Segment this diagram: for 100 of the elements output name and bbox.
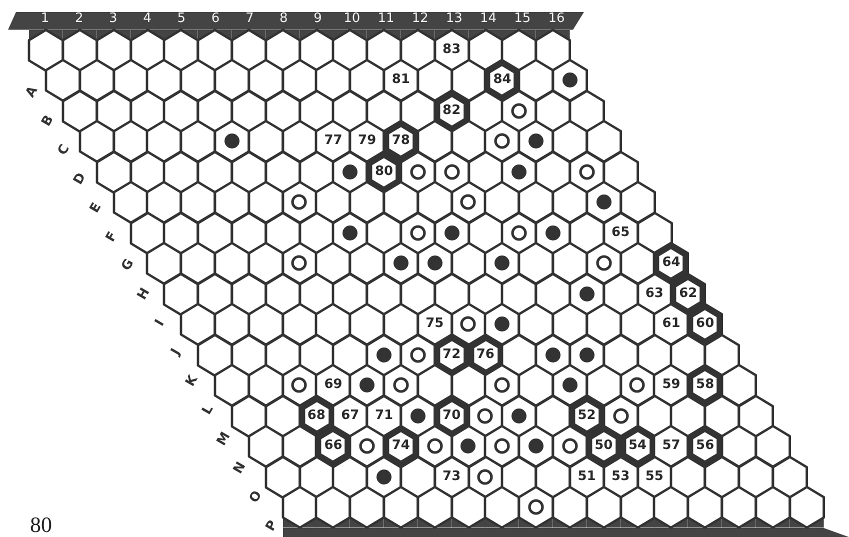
filled-stone bbox=[510, 406, 528, 425]
row-letter: P bbox=[263, 518, 281, 534]
move-number: 68 bbox=[306, 408, 326, 423]
filled-stone bbox=[358, 376, 376, 394]
hollow-stone bbox=[408, 346, 427, 364]
move-number: 80 bbox=[374, 164, 394, 179]
hollow-stone bbox=[358, 437, 376, 456]
page-number: 80 bbox=[30, 512, 52, 537]
filled-stone bbox=[544, 346, 562, 364]
move-number: 69 bbox=[323, 378, 344, 392]
move-number: 76 bbox=[475, 348, 496, 362]
hollow-stone bbox=[408, 162, 427, 181]
hollow-stone bbox=[560, 437, 579, 456]
hollow-stone bbox=[493, 132, 512, 150]
hollow-stone bbox=[290, 254, 308, 272]
hollow-stone bbox=[459, 315, 478, 334]
move-number: 79 bbox=[357, 134, 378, 148]
row-letter: I bbox=[152, 317, 168, 330]
filled-stone bbox=[408, 406, 427, 425]
move-number: 56 bbox=[695, 439, 716, 454]
column-number: 5 bbox=[177, 12, 186, 25]
filled-stone bbox=[374, 346, 393, 364]
filled-stone bbox=[578, 346, 596, 364]
filled-stone bbox=[341, 162, 360, 181]
filled-stone bbox=[578, 284, 596, 303]
move-number: 62 bbox=[678, 286, 698, 301]
hollow-stone bbox=[594, 254, 613, 272]
filled-stone bbox=[544, 224, 562, 242]
row-letter: J bbox=[168, 346, 184, 358]
move-number: 64 bbox=[661, 256, 682, 270]
column-number: 14 bbox=[480, 12, 497, 25]
column-number: 7 bbox=[245, 12, 254, 25]
move-number: 60 bbox=[695, 317, 716, 332]
move-number: 72 bbox=[442, 348, 462, 362]
filled-stone bbox=[560, 71, 579, 90]
filled-stone bbox=[493, 254, 512, 272]
hollow-stone bbox=[510, 102, 528, 120]
column-number: 12 bbox=[412, 12, 428, 25]
row-letter: F bbox=[103, 228, 121, 244]
filled-stone bbox=[426, 254, 444, 272]
hollow-stone bbox=[628, 376, 646, 394]
move-number: 75 bbox=[424, 317, 445, 332]
row-letter: C bbox=[55, 142, 73, 158]
filled-stone bbox=[222, 132, 241, 150]
hollow-stone bbox=[290, 193, 308, 212]
column-number: 9 bbox=[314, 12, 322, 25]
move-number: 66 bbox=[323, 439, 344, 454]
filled-stone bbox=[510, 162, 528, 181]
filled-stone bbox=[560, 376, 579, 394]
hollow-stone bbox=[290, 376, 308, 394]
row-letter: H bbox=[134, 286, 154, 303]
filled-stone bbox=[374, 468, 393, 486]
filled-stone bbox=[527, 437, 546, 456]
row-letter: A bbox=[23, 84, 41, 100]
move-number: 81 bbox=[390, 73, 411, 88]
move-number: 55 bbox=[644, 470, 664, 484]
hollow-stone bbox=[459, 193, 478, 212]
move-number: 65 bbox=[610, 226, 631, 240]
move-number: 77 bbox=[323, 134, 344, 148]
hollow-stone bbox=[578, 162, 596, 181]
hollow-stone bbox=[442, 162, 461, 181]
hollow-stone bbox=[476, 468, 494, 486]
hollow-stone bbox=[408, 224, 427, 242]
filled-stone bbox=[594, 193, 613, 212]
hollow-stone bbox=[527, 498, 546, 516]
filled-stone bbox=[341, 224, 360, 242]
move-number: 59 bbox=[661, 378, 682, 392]
row-letter: G bbox=[118, 257, 138, 274]
move-number: 70 bbox=[442, 408, 462, 423]
row-letter: O bbox=[246, 488, 266, 506]
move-number: 51 bbox=[576, 470, 597, 484]
hollow-stone bbox=[392, 376, 410, 394]
row-letter: E bbox=[87, 200, 105, 216]
row-letter: D bbox=[70, 170, 90, 188]
filled-stone bbox=[459, 437, 478, 456]
move-number: 67 bbox=[340, 408, 360, 423]
filled-stone bbox=[493, 315, 512, 334]
row-letter: B bbox=[39, 112, 57, 129]
move-number: 58 bbox=[695, 378, 716, 392]
hollow-stone bbox=[426, 437, 444, 456]
hollow-stone bbox=[493, 437, 512, 456]
move-number: 74 bbox=[390, 439, 411, 454]
filled-stone bbox=[527, 132, 546, 150]
row-letter: L bbox=[199, 402, 217, 418]
filled-stone bbox=[442, 224, 461, 242]
hollow-stone bbox=[476, 406, 494, 425]
hollow-stone bbox=[510, 224, 528, 242]
move-number: 84 bbox=[492, 73, 512, 88]
hollow-stone bbox=[612, 406, 630, 425]
move-number: 71 bbox=[374, 408, 394, 423]
column-number: 1 bbox=[40, 12, 50, 25]
move-number: 53 bbox=[610, 470, 631, 484]
move-number: 82 bbox=[442, 104, 462, 118]
column-number: 6 bbox=[211, 12, 220, 25]
column-number: 3 bbox=[109, 12, 118, 25]
move-number: 57 bbox=[661, 439, 682, 454]
hollow-stone bbox=[493, 376, 512, 394]
column-number: 11 bbox=[378, 12, 394, 25]
move-number: 61 bbox=[661, 317, 682, 332]
filled-stone bbox=[392, 254, 410, 272]
